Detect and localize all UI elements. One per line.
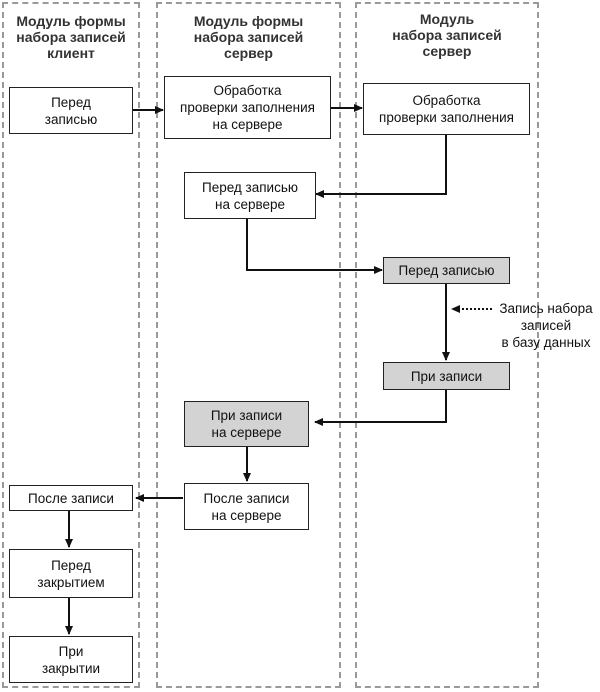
lane-client-title: Модуль формы набора записей клиент — [16, 13, 126, 61]
step-before-write-client: Перед записью — [9, 87, 133, 134]
step-before-write-recordset: Перед записью — [383, 257, 510, 284]
arrow-on-write-to-server — [314, 390, 447, 426]
lane-form-server — [156, 2, 341, 688]
step-on-write-server: При записи на сервере — [184, 401, 309, 447]
lane-client — [2, 2, 140, 688]
step-on-close: При закрытии — [9, 636, 133, 683]
step-before-close: Перед закрытием — [9, 549, 133, 598]
note-db-write: Запись набора записей в базу данных — [499, 301, 593, 350]
lane-recordset-server — [355, 2, 539, 688]
step-on-write-recordset: При записи — [383, 362, 510, 390]
step-fill-check-recordset: Обработка проверки заполнения — [363, 83, 530, 135]
arrow-before-write-server-to-recordset — [246, 219, 383, 274]
step-fill-check-form-server: Обработка проверки заполнения на сервере — [164, 76, 331, 139]
step-after-write-client: После записи — [9, 485, 133, 511]
step-after-write-server: После записи на сервере — [184, 483, 309, 530]
lane-recordset-server-title: Модуль набора записей сервер — [392, 11, 502, 59]
arrow-recordset-check-to-before-write-server — [315, 135, 447, 198]
lane-form-server-title: Модуль формы набора записей сервер — [193, 13, 304, 61]
step-before-write-server: Перед записью на сервере — [184, 172, 316, 219]
